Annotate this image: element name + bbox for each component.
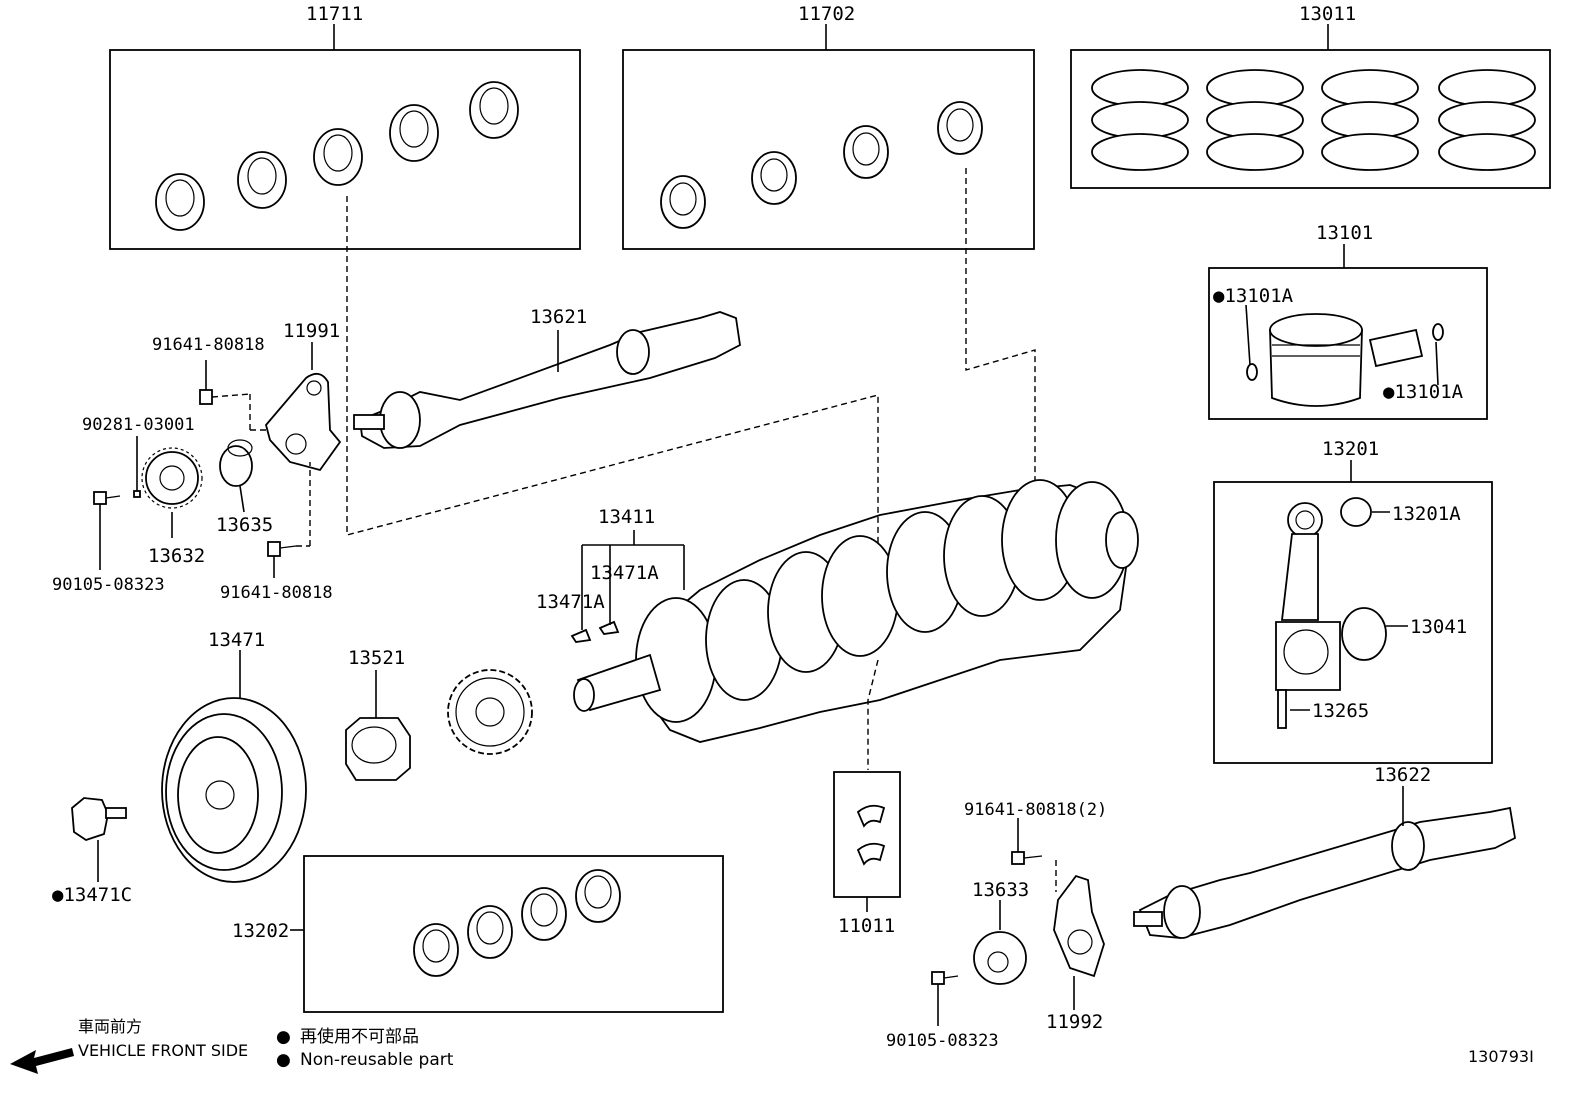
figure-id: 130793I [1468,1047,1534,1066]
label-13201: 13201 [1322,438,1379,460]
label-13265: 13265 [1312,700,1369,722]
bolt [1011,818,1057,892]
label-90105-08323-left: 90105-08323 [52,575,165,595]
rod-bearing [1341,607,1387,661]
label-13471A-left: 13471A [536,591,605,613]
front-direction-arrow [10,1048,74,1074]
bolt [93,491,121,570]
piston [1269,313,1363,407]
label-90281-03001: 90281-03001 [82,415,195,435]
label-11702: 11702 [798,3,855,25]
piston-ring [1091,69,1536,171]
non-reusable-en: Non-reusable part [300,1050,454,1070]
small-end-bushing [1340,497,1372,527]
label-13471C: ●13471C [52,884,132,906]
bracket-no2 [1053,874,1105,1010]
assembly-lines [346,168,1036,770]
legend-bullet-jp: ● [276,1027,291,1047]
pulley-bolt [71,797,127,882]
bolt [931,971,959,1026]
label-13632: 13632 [148,545,205,567]
snap-ring [1246,363,1258,381]
label-13101: 13101 [1316,222,1373,244]
rod-bolt [1277,689,1287,729]
label-11011: 11011 [838,915,895,937]
non-reusable-jp: 再使用不可部品 [300,1026,419,1047]
balance-shaft-no2 [1133,786,1516,939]
label-13101A-top: ●13101A [1213,285,1294,307]
label-13201A: 13201A [1392,503,1461,525]
label-11711: 11711 [306,3,363,25]
bearing-shell [413,869,621,977]
piston-pin [1368,328,1424,368]
piston-box [1208,244,1488,420]
label-13471A-right: 13471A [590,562,659,584]
bolt [199,360,268,431]
connecting-rod [1275,502,1341,691]
piston-ring-set-box [1070,24,1551,189]
balance-shaft-no1 [353,311,741,449]
pin [133,436,141,498]
rod-bearing-set-box [290,855,724,1013]
oil-pump-drive-sprocket [447,669,533,755]
label-11992: 11992 [1046,1011,1103,1033]
connecting-rod-bearing-box [622,24,1035,250]
bolt [267,462,311,578]
bracket-no1 [265,342,342,472]
bearing-shell [660,101,983,229]
main-bearing-set-box [109,24,581,250]
legend-bullet-en: ● [276,1050,291,1070]
connecting-rod-box [1213,460,1493,764]
label-13041: 13041 [1410,616,1467,638]
label-13622: 13622 [1374,764,1431,786]
label-13411: 13411 [598,506,655,528]
thrust-washer-box [833,771,901,912]
label-13202: 13202 [232,920,289,942]
label-13521: 13521 [348,647,405,669]
label-11991: 11991 [283,320,340,342]
crankshaft [573,479,1139,743]
label-91641-80818-bottom: 91641-80818 [220,583,333,603]
balance-shaft-bushing [219,439,253,513]
label-91641-80818-x2: 91641-80818(2) [964,800,1107,820]
crankshaft-timing-gear [345,670,411,781]
label-90105-08323-right: 90105-08323 [886,1031,999,1051]
main-bearing-shell [155,81,519,231]
balance-shaft-gear [141,447,203,538]
snap-ring [1432,323,1444,341]
label-13633: 13633 [972,879,1029,901]
balance-shaft-gear-no2 [973,900,1027,985]
label-13635: 13635 [216,514,273,536]
vehicle-front-en: VEHICLE FRONT SIDE [78,1041,248,1060]
crankshaft-pulley [161,650,307,883]
label-13011: 13011 [1299,3,1356,25]
label-91641-80818-top: 91641-80818 [152,335,265,355]
label-13621: 13621 [530,306,587,328]
label-13471: 13471 [208,629,265,651]
vehicle-front-jp: 車両前方 [78,1017,142,1036]
label-13101A-bottom: ●13101A [1383,381,1464,403]
crankshaft-key [570,530,685,643]
